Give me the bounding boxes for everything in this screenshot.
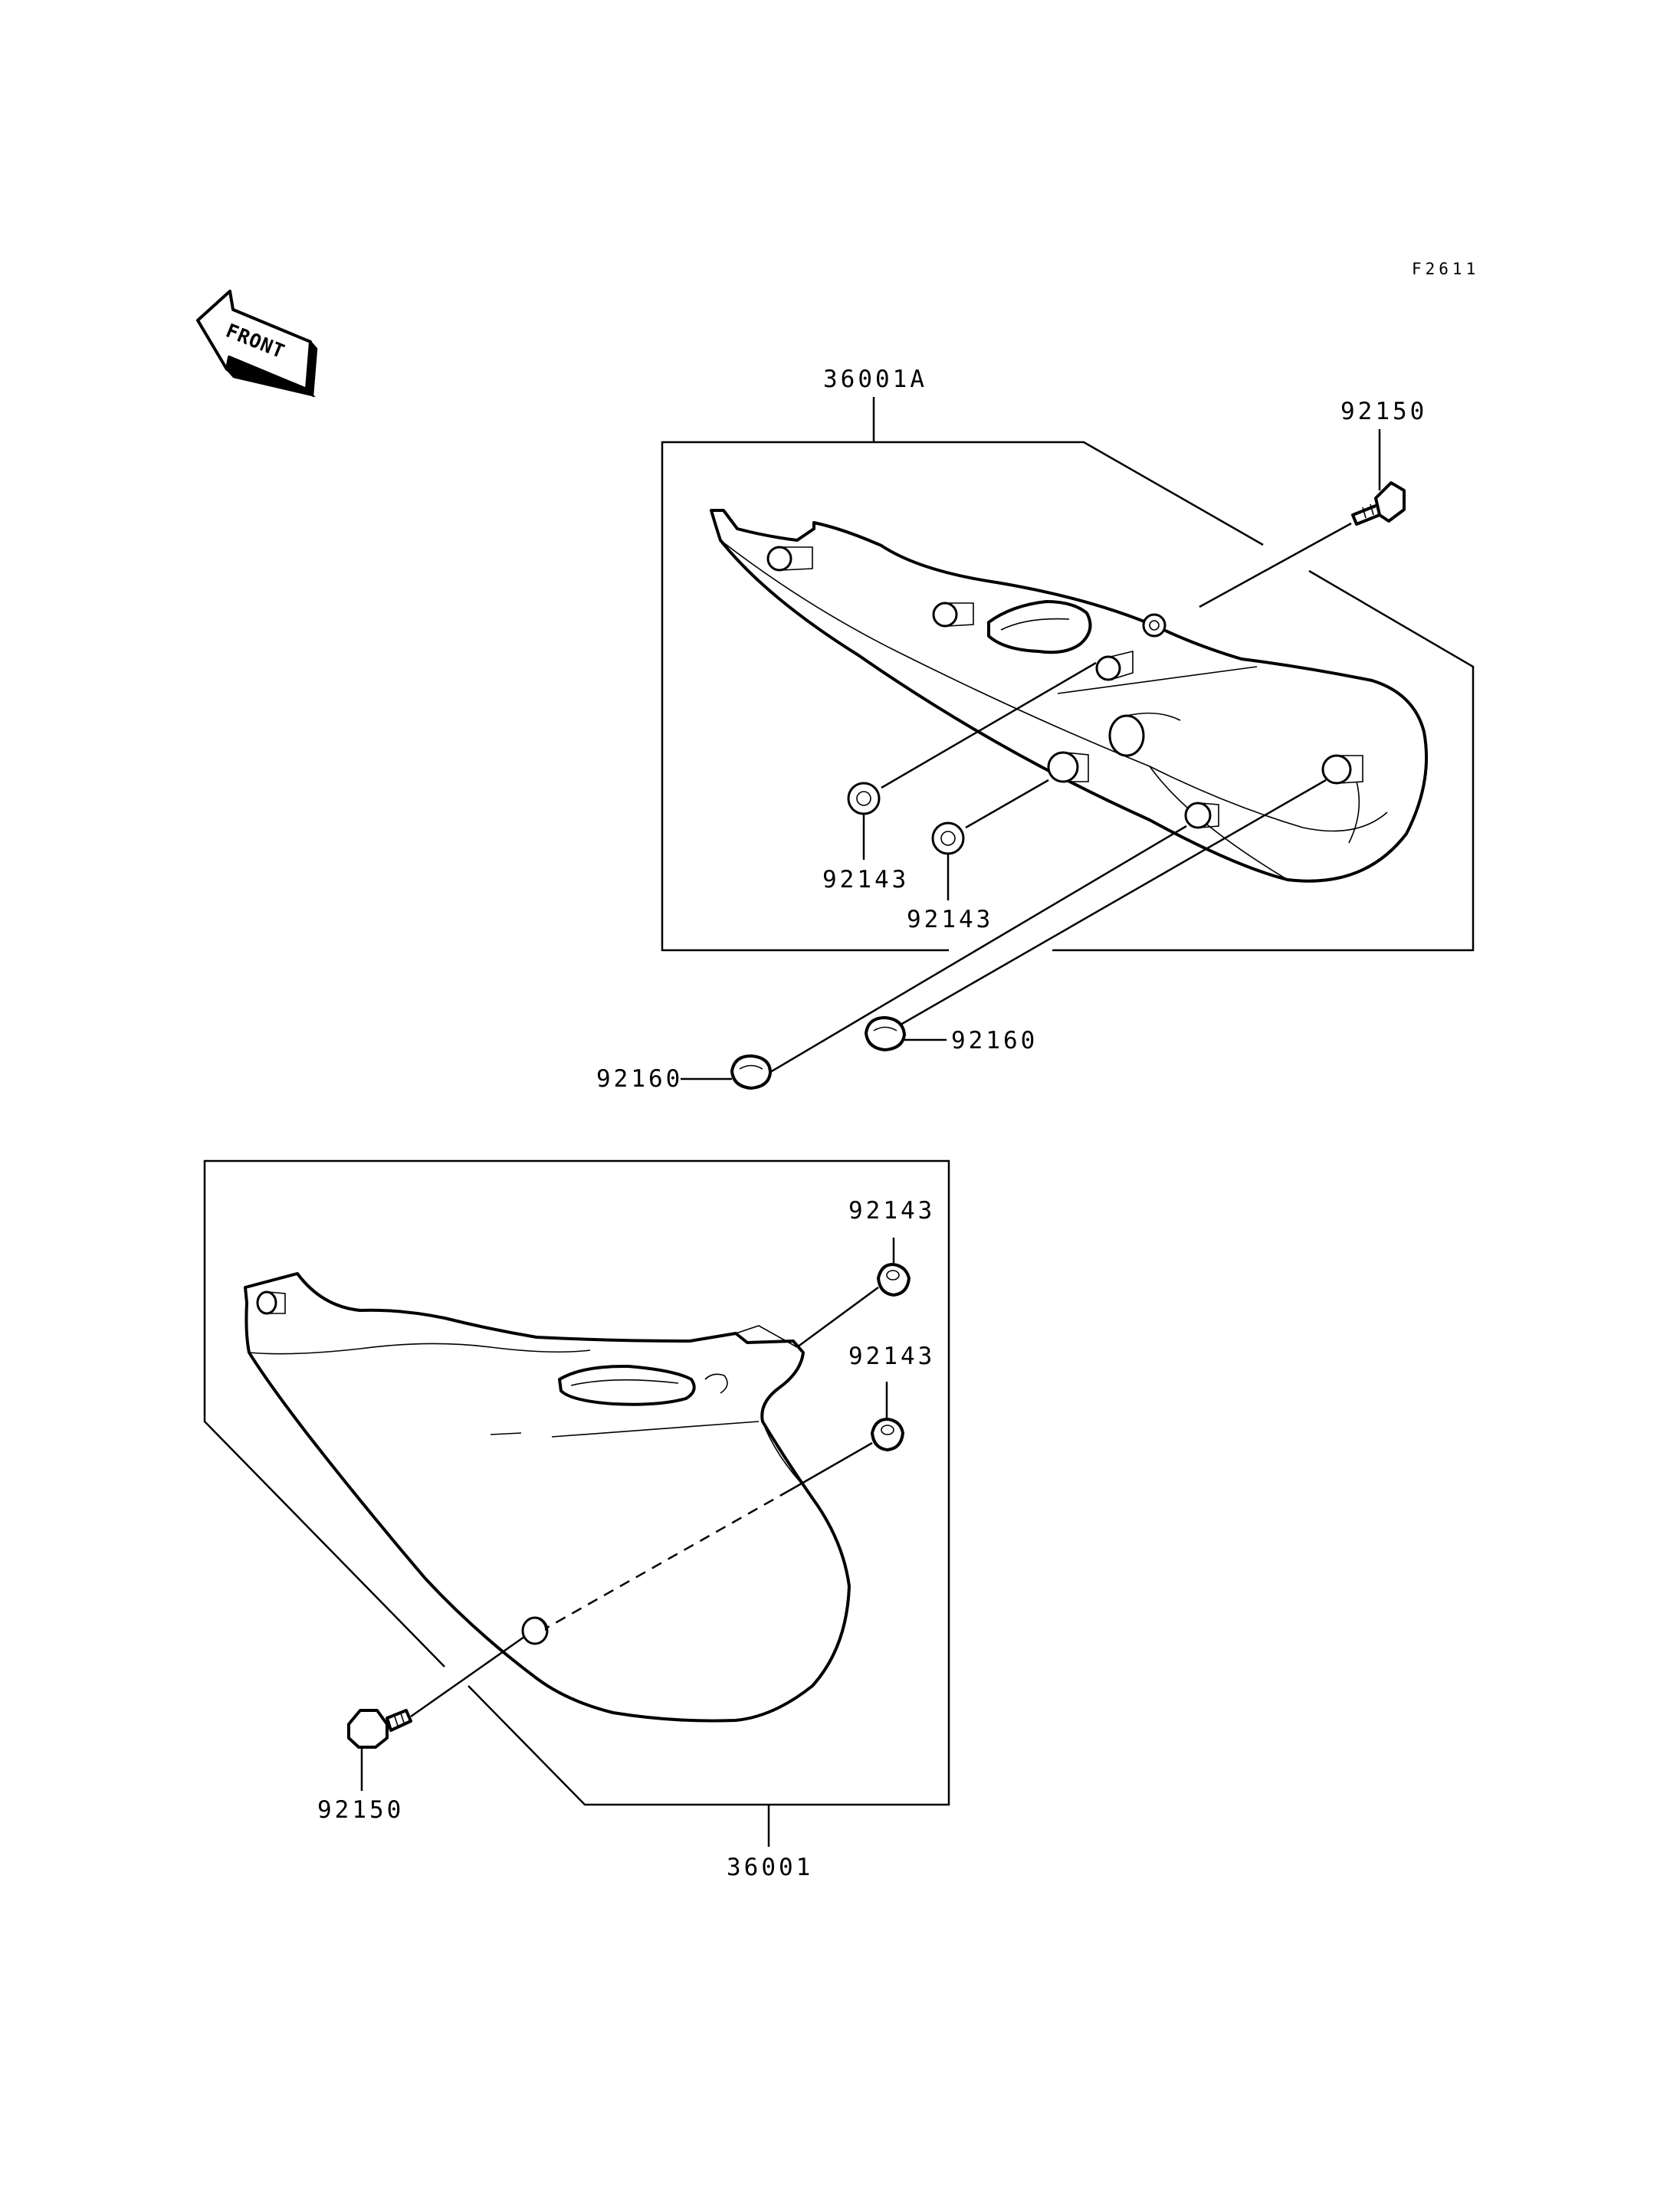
upper-frame-line	[661, 441, 1264, 952]
upper-boss-5	[1047, 751, 1089, 783]
upper-side-cover	[710, 509, 1429, 883]
upper-cover-group: 36001A 92150	[596, 366, 1475, 1093]
lower-boss-1	[256, 1290, 286, 1315]
upper-collar-2-callout: 92143	[907, 906, 993, 933]
lower-collar-2-callout: 92143	[848, 1343, 935, 1370]
upper-collar-1-callout: 92143	[822, 866, 909, 894]
lower-cover-group: 36001 92143	[203, 1159, 950, 1881]
lower-collar-2-icon	[871, 1418, 904, 1451]
upper-collar-1-icon	[847, 782, 881, 815]
lower-collar-1-callout: 92143	[848, 1197, 935, 1225]
lower-screw-callout: 92150	[317, 1796, 404, 1824]
upper-collar-2-icon	[931, 821, 965, 855]
upper-cover-callout: 36001A	[823, 366, 927, 393]
lower-cover-callout: 36001	[727, 1854, 813, 1881]
upper-screw-callout: 92150	[1340, 398, 1427, 425]
figure-code: F2611	[1412, 260, 1479, 278]
upper-boss-4	[1142, 613, 1166, 638]
lower-screw-icon	[347, 1709, 412, 1749]
upper-grommet-1-icon	[730, 1054, 772, 1090]
upper-boss-1	[766, 546, 813, 572]
front-arrow-icon: FRONT	[196, 290, 318, 398]
lower-boss-2	[521, 1616, 549, 1645]
upper-screw-icon	[1351, 481, 1406, 526]
upper-boss-7	[1184, 802, 1219, 829]
upper-grommet-2-callout: 92160	[951, 1027, 1038, 1054]
upper-boss-6	[1108, 712, 1181, 757]
upper-grommet-2-icon	[865, 1016, 906, 1051]
upper-boss-8	[1321, 754, 1363, 785]
lower-side-cover	[244, 1272, 851, 1723]
lower-collar-1-icon	[877, 1263, 911, 1297]
upper-boss-3	[1095, 650, 1134, 681]
upper-boss-2	[932, 602, 974, 628]
lower-frame-line	[203, 1159, 950, 1806]
upper-grommet-1-callout: 92160	[596, 1065, 683, 1093]
